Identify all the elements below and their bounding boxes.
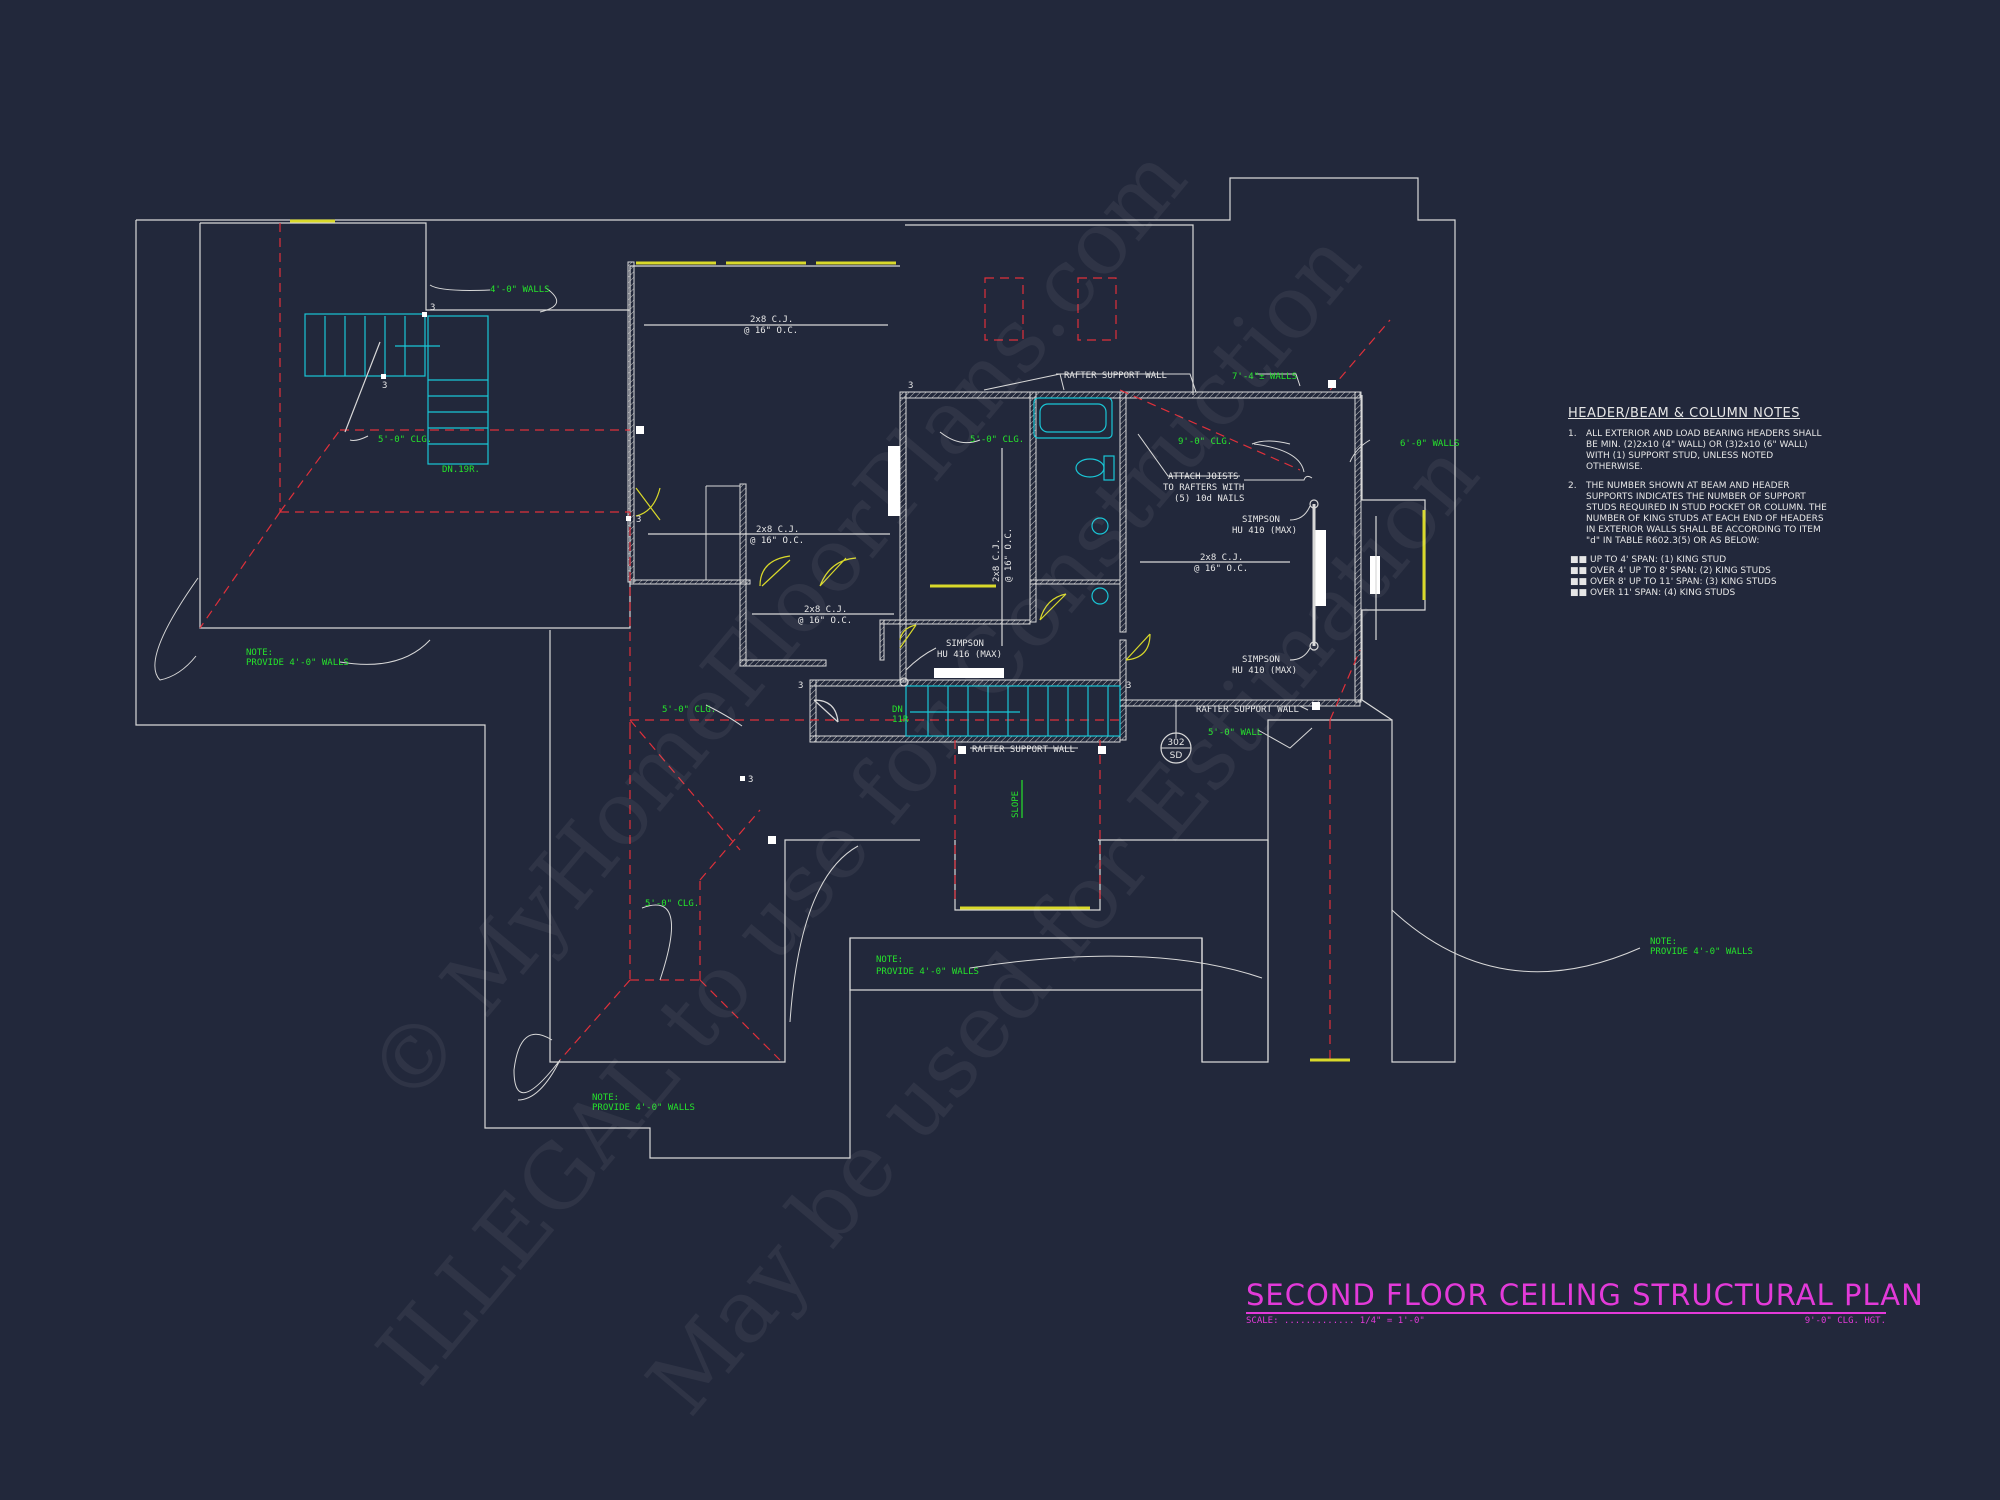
- stud-count: 3: [798, 681, 803, 691]
- joist-arrows: [344, 324, 1377, 818]
- windows: [290, 219, 1426, 1062]
- stud-count: 3: [748, 775, 753, 785]
- label-provide-left: PROVIDE 4'-0" WALLS: [246, 658, 349, 668]
- label-note-center: NOTE:: [876, 955, 903, 965]
- label-dn-19r: DN.19R.: [442, 465, 480, 475]
- label-cj4: 2x8 C.J.: [992, 539, 1002, 582]
- label-hu410-upper: HU 410 (MAX): [1232, 526, 1297, 536]
- notes-item-1-number: 1.: [1568, 429, 1577, 439]
- ceiling-height: 9'-0" CLG. HGT.: [1804, 1316, 1886, 1326]
- label-provide-center: PROVIDE 4'-0" WALLS: [876, 967, 979, 977]
- notes-bullet-1: ■■UP TO 4' SPAN: (1) KING STUD: [1570, 555, 1828, 566]
- notes-item-2-text: THE NUMBER SHOWN AT BEAM AND HEADER SUPP…: [1586, 481, 1827, 546]
- label-attach-1: ATTACH JOISTS: [1168, 472, 1238, 482]
- label-note-right: NOTE:: [1650, 937, 1677, 947]
- label-cj3: 2x8 C.J.: [804, 605, 847, 615]
- bullet-icon: ■■: [1570, 555, 1588, 565]
- doors: [635, 487, 1151, 661]
- hidden-lines: [199, 223, 1391, 1061]
- label-simpson-lower: SIMPSON: [1242, 655, 1280, 665]
- notes-bullet-3-text: OVER 8' UP TO 11' SPAN: (3) KING STUDS: [1590, 577, 1777, 587]
- notes-heading: HEADER/BEAM & COLUMN NOTES: [1568, 406, 1801, 421]
- label-5-0-clg-lower: 5'-0" CLG.: [645, 899, 699, 909]
- label-cj1: 2x8 C.J.: [750, 315, 793, 325]
- label-provide-right: PROVIDE 4'-0" WALLS: [1650, 947, 1753, 957]
- notes-bullet-4-text: OVER 11' SPAN: (4) KING STUDS: [1590, 588, 1736, 598]
- label-5-0-clg-left: 5'-0" CLG.: [378, 435, 432, 445]
- label-5-0-wall: 5'-0" WALL: [1208, 728, 1262, 738]
- stair-upper-left: [304, 313, 489, 465]
- label-note-left: NOTE:: [246, 648, 273, 658]
- green-labels: 4'-0" WALLS 5'-0" CLG. NOTE: PROVIDE 4'-…: [246, 285, 1753, 1113]
- label-7-4-walls: 7'-4"± WALLS: [1232, 372, 1297, 382]
- notes-bullet-3: ■■OVER 8' UP TO 11' SPAN: (3) KING STUDS: [1570, 577, 1828, 588]
- notes-bullet-4: ■■OVER 11' SPAN: (4) KING STUDS: [1570, 588, 1828, 599]
- stud-count: 3: [1126, 681, 1131, 691]
- notes-item-1: 1. ALL EXTERIOR AND LOAD BEARING HEADERS…: [1568, 429, 1828, 473]
- roof-outline: [135, 177, 1456, 1159]
- label-cj3-oc: @ 16" O.C.: [798, 616, 852, 626]
- label-5-0-clg-center: 5'-0" CLG.: [662, 705, 716, 715]
- label-rafter-top: RAFTER SUPPORT WALL: [1064, 371, 1167, 381]
- door-white: [813, 699, 839, 723]
- beam-hangers: [899, 499, 1319, 687]
- stud-count: 3: [430, 303, 435, 313]
- stud-count: 3: [636, 515, 641, 525]
- label-cj2: 2x8 C.J.: [756, 525, 799, 535]
- label-4-0-walls: 4'-0" WALLS: [490, 285, 550, 295]
- title-block: SECOND FLOOR CEILING STRUCTURAL PLAN SCA…: [1246, 1278, 1924, 1326]
- label-6-0-walls: 6'-0" WALLS: [1400, 439, 1460, 449]
- notes-bullet-2: ■■OVER 4' UP TO 8' SPAN: (2) KING STUDS: [1570, 566, 1828, 577]
- label-attach-2: TO RAFTERS WITH: [1163, 483, 1244, 493]
- label-cj5-oc: @ 16" O.C.: [1194, 564, 1248, 574]
- stair-center: [905, 685, 1121, 737]
- label-dn-center: DN: [892, 705, 903, 715]
- white-labels: 2x8 C.J. @ 16" O.C. 2x8 C.J. @ 16" O.C. …: [382, 303, 1299, 785]
- label-rafter-mid: RAFTER SUPPORT WALL: [1196, 705, 1299, 715]
- label-hu410-lower: HU 410 (MAX): [1232, 666, 1297, 676]
- drawing-title: SECOND FLOOR CEILING STRUCTURAL PLAN: [1246, 1278, 1924, 1314]
- label-5-0-clg-hall: 5'-0" CLG.: [970, 435, 1024, 445]
- posts: [381, 312, 1380, 844]
- bullet-icon: ■■: [1570, 577, 1588, 587]
- bullet-icon: ■■: [1570, 588, 1588, 598]
- bullet-icon: ■■: [1570, 566, 1588, 576]
- label-simpson-center: SIMPSON: [946, 639, 984, 649]
- header-beam-notes: HEADER/BEAM & COLUMN NOTES 1. ALL EXTERI…: [1568, 406, 1828, 599]
- drawing-scale: SCALE: ............. 1/4" = 1'-0": [1246, 1316, 1425, 1326]
- notes-bullet-2-text: OVER 4' UP TO 8' SPAN: (2) KING STUDS: [1590, 566, 1771, 576]
- label-cj2-oc: @ 16" O.C.: [750, 536, 804, 546]
- notes-bullet-1-text: UP TO 4' SPAN: (1) KING STUD: [1590, 555, 1727, 565]
- label-cj4-oc: @ 16" O.C.: [1004, 528, 1014, 582]
- title-subline: SCALE: ............. 1/4" = 1'-0" 9'-0" …: [1246, 1316, 1886, 1326]
- label-cj1-oc: @ 16" O.C.: [744, 326, 798, 336]
- stud-count: 3: [908, 381, 913, 391]
- label-slope: SLOPE: [1011, 791, 1021, 818]
- stud-count: 3: [382, 381, 387, 391]
- label-simpson-upper: SIMPSON: [1242, 515, 1280, 525]
- notes-item-2: 2. THE NUMBER SHOWN AT BEAM AND HEADER S…: [1568, 481, 1828, 547]
- notes-item-2-number: 2.: [1568, 481, 1577, 491]
- leaders: [154, 284, 1641, 1101]
- section-tag: 302 SD: [1160, 732, 1192, 764]
- label-note-bottom: NOTE:: [592, 1093, 619, 1103]
- label-rafter-bot: RAFTER SUPPORT WALL: [972, 745, 1075, 755]
- label-hu416: HU 416 (MAX): [937, 650, 1002, 660]
- label-provide-bottom: PROVIDE 4'-0" WALLS: [592, 1103, 695, 1113]
- label-cj5: 2x8 C.J.: [1200, 553, 1243, 563]
- label-9-0-clg: 9'-0" CLG.: [1178, 437, 1232, 447]
- section-tag-sheet: SD: [1170, 751, 1183, 761]
- section-tag-number: 302: [1167, 738, 1184, 748]
- bath-fixtures: [1033, 397, 1115, 605]
- label-11r-center: 11R: [892, 715, 909, 725]
- notes-item-1-text: ALL EXTERIOR AND LOAD BEARING HEADERS SH…: [1586, 429, 1822, 472]
- label-attach-3: (5) 10d NAILS: [1174, 494, 1244, 504]
